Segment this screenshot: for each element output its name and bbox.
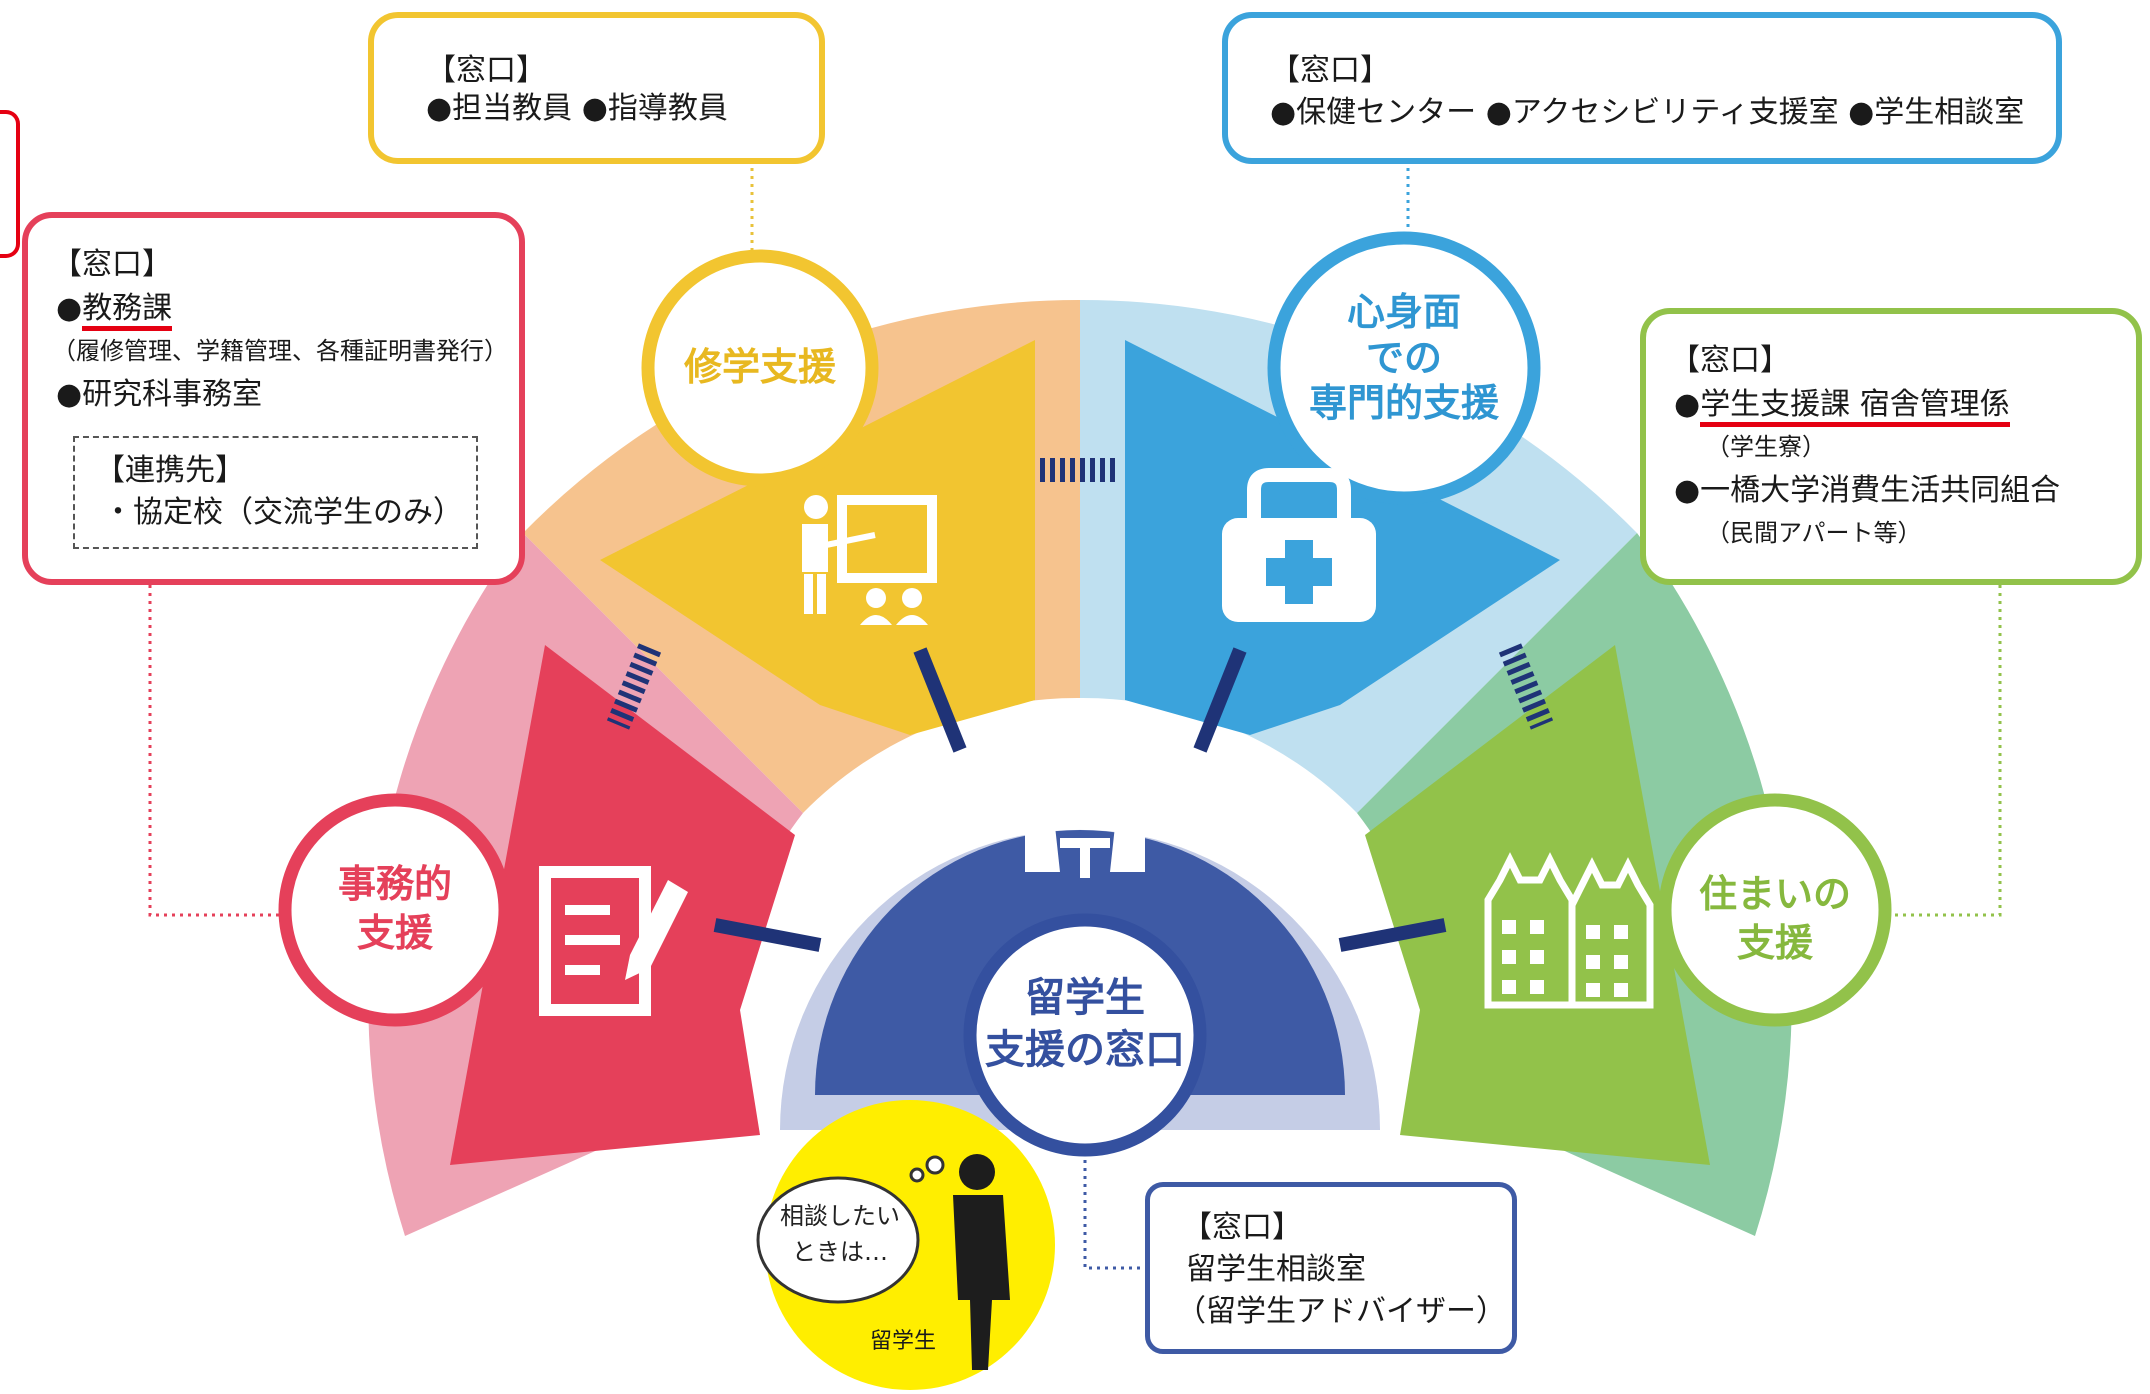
housing-item1-row: ●学生支援課 宿舎管理係 xyxy=(1674,386,2010,427)
admin-support-label: 事務的 支援 xyxy=(295,860,495,959)
center-title-line1: 留学生 xyxy=(1025,975,1145,1021)
health-contact-box: 【窓口】 ●保健センター ●アクセシビリティ支援室 ●学生相談室 xyxy=(1222,12,2062,164)
center-box-header: 【窓口】 xyxy=(1182,1210,1302,1245)
health-support-label: 心身面 での 専門的支援 xyxy=(1274,290,1534,427)
housing-label-line2: 支援 xyxy=(1736,921,1813,966)
buildings-icon xyxy=(1484,852,1654,1009)
admin-contact-box: 【窓口】 ●教務課 （履修管理、学籍管理、各種証明書発行） ●研究科事務室 【連… xyxy=(22,212,525,585)
health-label-line1: 心身面 xyxy=(1346,290,1461,334)
housing-support-label: 住まいの 支援 xyxy=(1670,870,1880,969)
connectors xyxy=(713,647,1447,952)
dashed-links xyxy=(606,458,1554,730)
bubble-line1: 相談したい xyxy=(780,1202,900,1230)
academic-contact-box: 【窓口】 ●担当教員 ●指導教員 xyxy=(368,12,825,164)
center-hub-label: 留学生 支援の窓口 xyxy=(970,972,1200,1076)
health-box-line1: ●保健センター ●アクセシビリティ支援室 ●学生相談室 xyxy=(1270,95,2025,130)
housing-item2: ●一橋大学消費生活共同組合 xyxy=(1674,473,2061,508)
center-contact-box: 【窓口】 留学生相談室 （留学生アドバイザー） xyxy=(1145,1182,1517,1354)
housing-item2-note: （民間アパート等） xyxy=(1706,519,1922,547)
admin-box-header: 【窓口】 xyxy=(52,247,172,282)
center-box-line1: 留学生相談室 xyxy=(1186,1252,1366,1287)
label-circles xyxy=(278,231,1892,1157)
housing-item1-note: （学生寮） xyxy=(1706,433,1826,461)
partner-item: ・協定校（交流学生のみ） xyxy=(103,495,463,530)
consultation-icon xyxy=(1025,762,1145,878)
academic-box-line1: ●担当教員 ●指導教員 xyxy=(426,91,728,126)
bubble-line2: ときは… xyxy=(792,1238,888,1266)
admin-item1-row: ●教務課 xyxy=(56,290,173,331)
housing-box-header: 【窓口】 xyxy=(1670,343,1790,378)
housing-label-line1: 住まいの xyxy=(1698,872,1851,916)
teacher-board-icon xyxy=(802,495,937,625)
medical-bag-icon xyxy=(1222,468,1376,622)
partner-box: 【連携先】 ・協定校（交流学生のみ） xyxy=(73,436,478,549)
housing-item1-bullet: ● xyxy=(1674,387,1701,422)
student-figure xyxy=(953,1154,1010,1370)
admin-item2: ●研究科事務室 xyxy=(56,377,263,412)
thought-bubble-text: 相談したい ときは… xyxy=(770,1198,910,1270)
housing-item1-text: 学生支援課 宿舎管理係 xyxy=(1700,387,2010,427)
admin-label-line1: 事務的 xyxy=(337,862,452,906)
academic-box-header: 【窓口】 xyxy=(426,53,546,88)
housing-contact-box: 【窓口】 ●学生支援課 宿舎管理係 （学生寮） ●一橋大学消費生活共同組合 （民… xyxy=(1640,308,2142,585)
center-box-line2: （留学生アドバイザー） xyxy=(1176,1294,1506,1329)
admin-item1-note: （履修管理、学籍管理、各種証明書発行） xyxy=(52,337,508,365)
writing-form-icon xyxy=(539,866,688,1016)
health-box-header: 【窓口】 xyxy=(1270,53,1390,88)
admin-item1-text: 教務課 xyxy=(82,291,173,331)
thought-bubble xyxy=(756,1155,945,1304)
health-label-line2: での xyxy=(1365,335,1442,380)
admin-left-accent xyxy=(0,110,20,258)
academic-support-label: 修学支援 xyxy=(683,345,836,389)
partner-header: 【連携先】 xyxy=(95,453,245,488)
admin-label-line2: 支援 xyxy=(356,911,433,956)
student-label: 留学生 xyxy=(870,1329,937,1354)
admin-item1-bullet: ● xyxy=(56,291,83,326)
center-title-line2: 支援の窓口 xyxy=(985,1027,1185,1073)
health-label-line3: 専門的支援 xyxy=(1308,381,1499,426)
